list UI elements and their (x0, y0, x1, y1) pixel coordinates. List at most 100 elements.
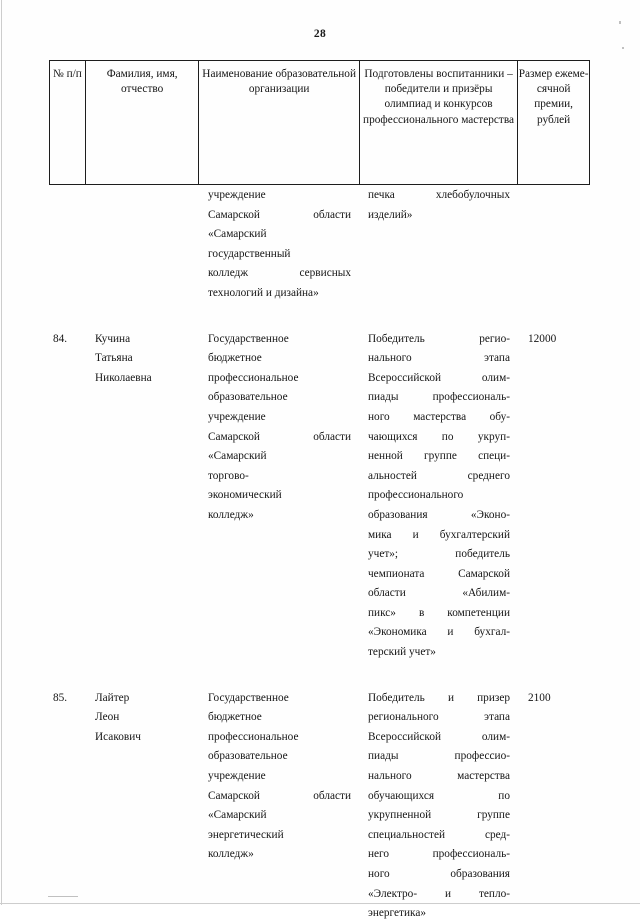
fullname-line: Кучина (95, 332, 131, 345)
achievement-line: ного образования (368, 868, 510, 880)
header-line: № (53, 68, 64, 80)
fullname-line: Николаевна (95, 371, 152, 384)
cell-amount: 2100 (528, 691, 551, 704)
achievement-line: альностей среднего (368, 469, 510, 482)
achievement-line: области «Абилим- (368, 587, 510, 600)
organization-line: торгово- (208, 469, 249, 482)
organization-line: учреждение (208, 189, 266, 201)
cell-number: 84. (53, 332, 68, 345)
row-spacer (49, 663, 590, 689)
achievement-line: Победитель регио- (368, 332, 510, 345)
achievement-line: нального этапа (368, 352, 510, 365)
header-line: ежеме- (554, 68, 589, 80)
scan-edge-bottom (0, 903, 640, 904)
organization-line: профессиональное (208, 371, 299, 384)
fullname-line: Лайтер (95, 691, 130, 704)
organization-line: Самарской области (208, 430, 351, 443)
header-line: профессионального (363, 113, 459, 126)
achievement-line: профессионального (368, 489, 464, 502)
organization-line: «Самарский (208, 809, 267, 822)
header-line: Подготовлены (364, 68, 434, 80)
scan-speck-top-right (619, 21, 621, 24)
achievement-line: чемпионата Самарской (368, 567, 510, 580)
table-header-col-number: № п/п (50, 61, 86, 184)
organization-line: колледж» (208, 508, 254, 521)
table-header-col-achievements: Подготовлены воспитанники – победители и… (360, 61, 519, 184)
table-header-col-amount: Размер ежеме- сячной премии, рублей (518, 61, 589, 184)
organization-line: учреждение (208, 410, 266, 423)
organization-line: учреждение (208, 770, 266, 783)
header-line: образовательной (275, 68, 357, 80)
achievement-line: специальностей сред- (368, 828, 510, 841)
achievement-line: изделий» (368, 208, 413, 221)
organization-line: энергетический (208, 828, 284, 841)
header-line: сячной (536, 83, 571, 96)
achievement-line: терский учет» (368, 646, 436, 659)
achievement-line: образования «Эконо- (368, 508, 510, 521)
header-line: олимпиад и конкурсов (384, 98, 493, 111)
achievement-line: укрупненной группе (368, 809, 510, 822)
organization-line: профессиональное (208, 730, 299, 743)
achievement-line: пиады профессио- (368, 750, 510, 763)
organization-line: бюджетное (208, 711, 262, 724)
fullname-line: Леон (95, 711, 120, 724)
header-line: п/п (66, 68, 82, 80)
organization-line: Самарской области (208, 789, 351, 802)
table-header-col-organization: Наименование образовательной организации (199, 61, 360, 184)
organization-line: колледж» (208, 848, 254, 861)
achievement-line: ненной группе специ- (368, 450, 510, 463)
header-line: Фамилия, имя, (106, 68, 178, 80)
header-line: мастерства (461, 113, 515, 126)
cell-organization: Государственное бюджетное профессиональное… (199, 330, 360, 526)
achievement-line: «Экономика и бухгал- (368, 626, 510, 639)
header-line: премии, (534, 98, 574, 111)
achievement-line: пикс» в компетенции (368, 606, 510, 619)
achievement-line: Всероссийской олим- (368, 371, 510, 384)
achievement-line: учет»; победитель (368, 548, 510, 561)
achievement-line: пиады профессиональ- (368, 391, 510, 404)
achievement-line: нального мастерства (368, 770, 510, 783)
organization-line: колледж сервисных (208, 267, 351, 280)
table-header-row: № п/п Фамилия, имя, отчество Наименовани… (49, 60, 590, 185)
organization-line: «Самарский (208, 228, 267, 241)
fullname-line: Исакович (95, 730, 141, 743)
achievement-line: печка хлебобулочных (368, 189, 510, 201)
organization-line: Государственное (208, 332, 289, 345)
fullname-line: Татьяна (95, 352, 133, 365)
organization-line: бюджетное (208, 352, 262, 365)
achievement-line: Победитель и призер (368, 691, 510, 704)
header-line: Наименование (202, 68, 273, 80)
header-line: отчество (121, 83, 164, 96)
scan-speck-right (622, 47, 624, 49)
header-line: рублей (537, 113, 571, 126)
organization-line: образовательное (208, 750, 288, 763)
header-line: воспитанники – (436, 68, 513, 80)
header-line: победители и призёры (384, 83, 493, 96)
achievement-line: регионального этапа (368, 711, 510, 724)
organization-line: технологий и дизайна» (208, 286, 319, 299)
organization-line: государственный (208, 247, 291, 260)
organization-line: экономический (208, 489, 282, 502)
scan-edge-left (1, 0, 2, 905)
organization-line: Самарской области (208, 208, 351, 221)
achievement-line: обучающихся по (368, 789, 510, 802)
header-line: организации (248, 83, 310, 96)
achievement-line: него профессиональ- (368, 848, 510, 861)
organization-line: Государственное (208, 691, 289, 704)
achievement-line: ного мастерства обу- (368, 410, 510, 423)
achievement-line: энергетика» (368, 907, 427, 920)
cell-organization: Государственное бюджетное профессиональное… (199, 689, 360, 865)
achievement-line: мика и бухгалтерский (368, 528, 510, 541)
scan-speck-bottom-left (48, 896, 78, 897)
header-line: Размер (518, 68, 553, 80)
